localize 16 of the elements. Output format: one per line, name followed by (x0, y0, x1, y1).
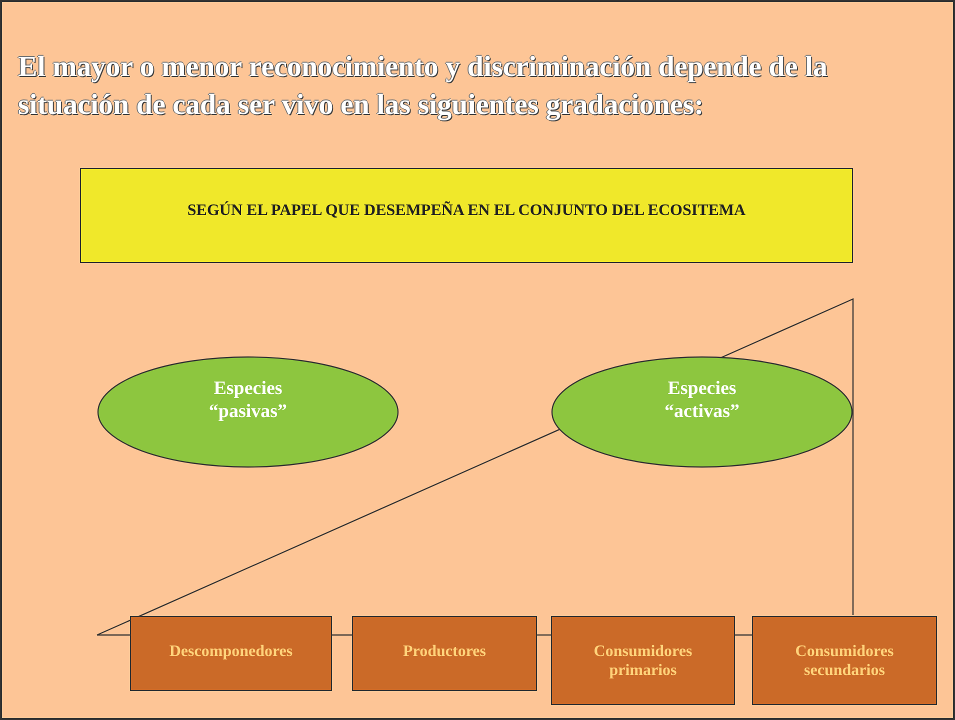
heading-box (80, 168, 853, 263)
node-label: Descomponedores (169, 642, 293, 662)
slide-title: El mayor o menor reconocimiento y discriminación depende de la situación de cada ser vivo en las siguientes gradaciones: (18, 50, 829, 123)
trophic-level-box (752, 616, 937, 705)
node-label: Especies “pasivas” (208, 378, 288, 424)
node-label: Especies “activas” (664, 378, 740, 424)
connecting-line (332, 634, 352, 636)
trophic-level-box (130, 616, 332, 691)
trophic-level-box (551, 616, 735, 705)
node-label: SEGÚN EL PAPEL QUE DESEMPEÑA EN EL CONJUNTO DEL ECOSITEMA (187, 201, 746, 220)
node-label: Productores (403, 642, 486, 662)
node-label: Consumidores secundarios (794, 642, 895, 680)
connecting-line (537, 634, 551, 636)
connecting-line (735, 634, 752, 636)
trophic-level-box (352, 616, 537, 691)
node-label: Consumidores primarios (592, 642, 694, 680)
